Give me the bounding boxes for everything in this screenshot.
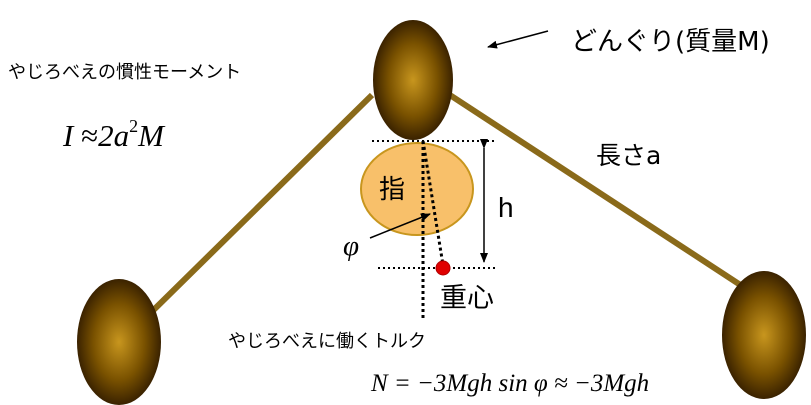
rod-right — [428, 79, 770, 306]
inertia-lhs: I — [63, 118, 74, 153]
rod-left — [115, 92, 375, 348]
inertia-rhs: M — [138, 118, 164, 153]
height-label: h — [498, 192, 514, 223]
inertia-approx: ≈ — [81, 118, 99, 153]
angle-pointer-arrow — [369, 213, 431, 239]
inertia-exp: 2 — [129, 116, 139, 136]
tilted-axis-dotted — [421, 140, 445, 266]
inertia-title: やじろべえの慣性モーメント — [8, 62, 242, 83]
angle-label: φ — [343, 230, 360, 262]
torque-title: やじろべえに働くトルク — [228, 331, 426, 352]
center-of-mass-dot — [435, 260, 451, 276]
length-label: 長さa — [596, 141, 662, 170]
finger-shape — [360, 142, 474, 236]
acorn-right — [722, 271, 806, 399]
acorn-top — [373, 20, 453, 140]
inertia-coef: 2a — [98, 118, 130, 153]
inertia-formula: I ≈2a2M — [63, 117, 164, 151]
finger-label: 指 — [379, 175, 406, 205]
center-of-mass-label: 重心 — [440, 283, 494, 314]
acorn-label: どんぐり(質量M) — [571, 27, 770, 57]
acorn-left — [77, 279, 161, 405]
acorn-pointer-arrow — [487, 30, 549, 49]
torque-formula: N = −3Mgh sin φ ≈ −3Mgh — [371, 370, 650, 397]
